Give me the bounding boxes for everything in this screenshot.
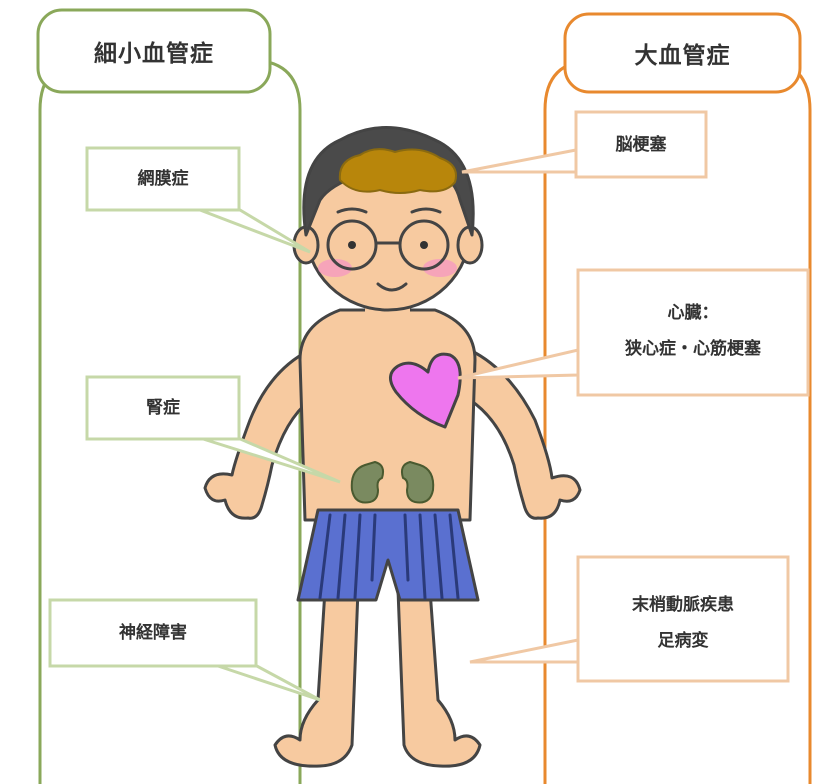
callout-nerve (48, 598, 321, 702)
left-kidney (350, 461, 385, 504)
left-arm (203, 348, 312, 520)
callout-heart (457, 268, 810, 397)
left-eye (348, 241, 356, 249)
callout-kidney (85, 375, 341, 484)
left-panel-header (36, 8, 272, 94)
right-panel (543, 12, 812, 784)
callout-brain-pointer (461, 148, 578, 174)
heart (389, 352, 462, 429)
callout-nerve-label: 神経障害 (119, 623, 187, 643)
callout-retina-pointer (199, 208, 311, 254)
callout-brain (461, 110, 708, 179)
right-leg (396, 588, 482, 768)
callout-heart-label-line2: 狭心症・心筋梗塞 (625, 339, 761, 359)
left-panel (36, 8, 302, 784)
shorts-stripes (318, 513, 460, 600)
callout-retina-label: 網膜症 (137, 169, 189, 189)
right-panel-title: 大血管症 (634, 43, 731, 69)
callout-kidney-box (85, 375, 241, 441)
callout-brain-label: 脳梗塞 (615, 135, 667, 155)
callout-feet-pointer (469, 638, 580, 664)
callout-retina (85, 146, 311, 254)
callout-retina-box (85, 146, 241, 212)
right-kidney (400, 461, 435, 504)
right-eyebrow (410, 207, 442, 214)
right-panel-header (563, 12, 802, 94)
left-panel-title: 細小血管症 (94, 41, 214, 67)
brain (338, 148, 457, 194)
right-eye (420, 241, 428, 249)
right-cheek (423, 259, 457, 277)
callout-feet-box (576, 555, 790, 683)
left-leg (273, 588, 360, 768)
callout-nerve-pointer (214, 663, 321, 702)
glasses-left-lens (326, 219, 378, 271)
person-figure (203, 126, 582, 768)
callout-brain-box (574, 110, 708, 179)
callout-nerve-box (48, 598, 258, 668)
callout-feet-label-line1: 末梢動脈疾患 (632, 595, 734, 615)
right-arm (468, 348, 582, 520)
callout-heart-label-line1: 心臓： (667, 303, 719, 323)
mouth (376, 282, 408, 292)
glasses-right-lens (398, 219, 450, 271)
callout-heart-box (576, 268, 810, 397)
left-cheek (318, 259, 352, 277)
callout-feet-label-line2: 足病変 (657, 631, 709, 651)
left-eyebrow (336, 207, 368, 214)
callout-feet (469, 555, 790, 683)
callout-kidney-label: 腎症 (146, 398, 180, 418)
